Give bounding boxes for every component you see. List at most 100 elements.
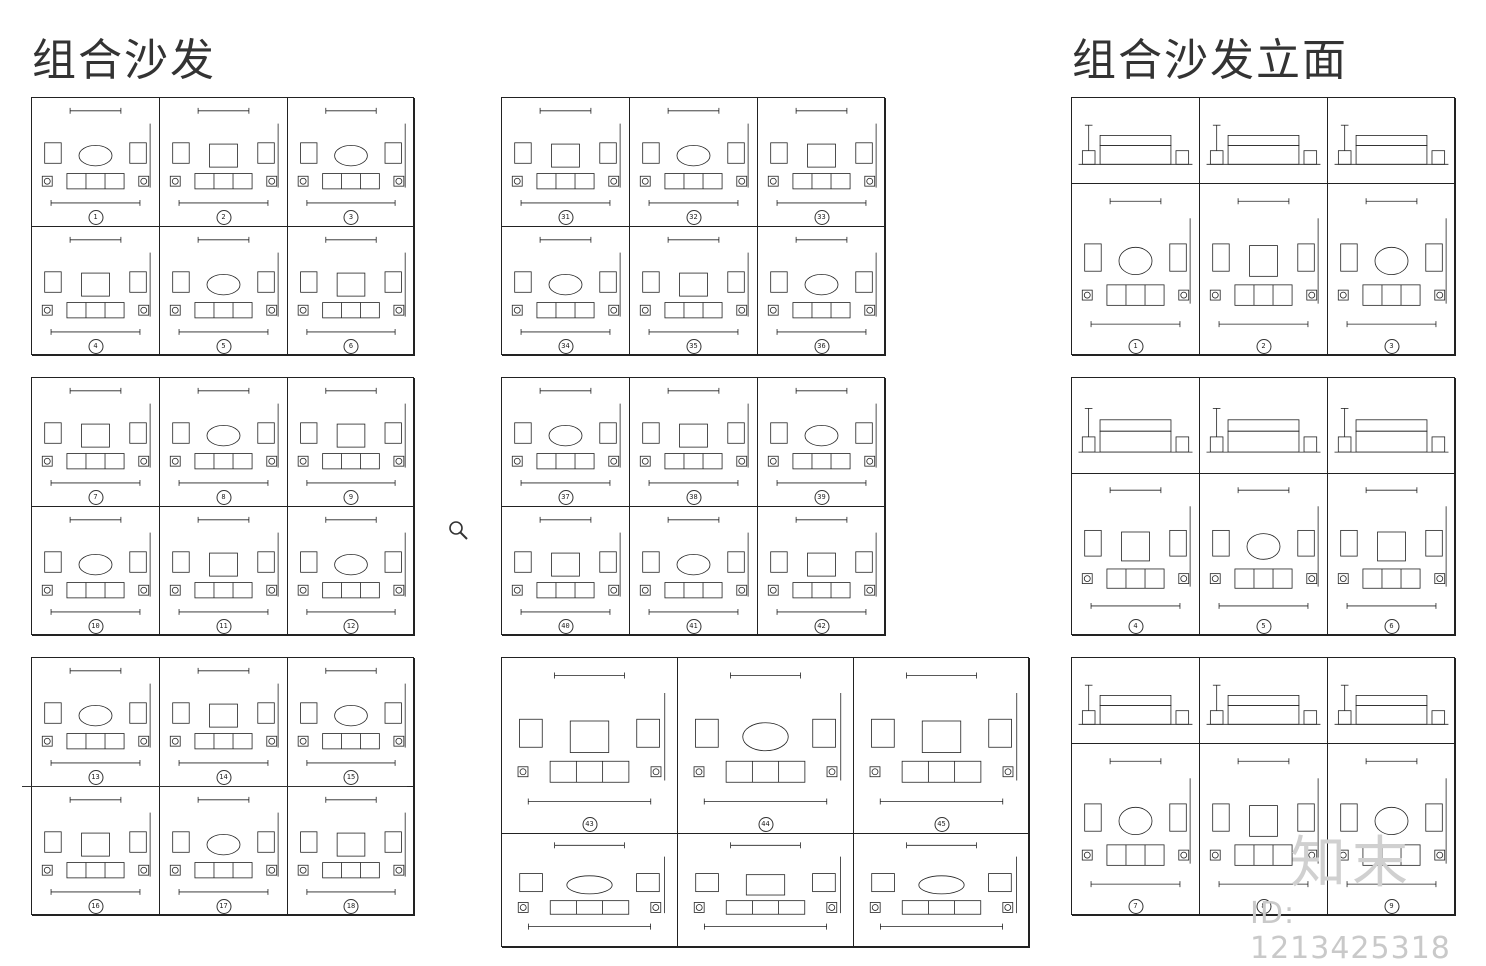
plan-cell: 31 (502, 98, 630, 227)
sofa-plan-drawing (511, 516, 621, 615)
sofa-elevation-drawing (1206, 684, 1321, 725)
drawing-number: 6 (1384, 619, 1399, 634)
drawing-number: 45 (934, 817, 949, 832)
sofa-plan-drawing (169, 796, 279, 895)
sofa-plan-drawing (639, 387, 749, 486)
elevation-cell (1200, 98, 1328, 184)
sofa-elevation-drawing (1078, 408, 1193, 453)
drawing-number: 13 (88, 770, 103, 785)
sofa-plan-drawing (297, 516, 406, 615)
sofa-elevation-drawing (1334, 408, 1449, 453)
drawing-number: 4 (1128, 619, 1143, 634)
plan-cell: 10 (32, 507, 160, 636)
plan-cell: 5 (1200, 474, 1328, 636)
drawing-number: 6 (343, 339, 359, 354)
plan-cell: 9 (288, 378, 415, 507)
drawing-number: 43 (582, 817, 597, 832)
sofa-plan-drawing (1209, 487, 1319, 609)
plan-cell: 16 (32, 787, 160, 916)
plan-cell: 43 (502, 658, 678, 834)
drawing-number: 15 (343, 770, 359, 785)
drawing-number: 3 (343, 210, 359, 225)
drawing-number: 35 (686, 339, 701, 354)
plan-cell: 39 (758, 378, 886, 507)
sofa-plan-drawing (1081, 758, 1191, 888)
sofa-plan-drawing (511, 387, 621, 486)
elevation-cell (1200, 658, 1328, 744)
drawing-number: 9 (1384, 899, 1399, 914)
plan-cell: 41 (630, 507, 758, 636)
plan-cell: 4 (32, 227, 160, 356)
plan-cell: 2 (160, 98, 288, 227)
sofa-plan-drawing (41, 107, 151, 206)
plan-cell: 3 (288, 98, 415, 227)
plan-cell: 7 (32, 378, 160, 507)
sofa-plan-drawing (639, 516, 749, 615)
drawing-number: 2 (1256, 339, 1271, 354)
sofa-plan-drawing (1081, 198, 1191, 328)
plan-cell: 33 (758, 98, 886, 227)
sofa-plan-drawing (169, 236, 279, 335)
sofa-plan-drawing (297, 667, 406, 766)
sofa-plan-drawing (1081, 487, 1191, 609)
sofa-plan-drawing (1209, 198, 1319, 328)
plan-cell (502, 834, 678, 948)
drawing-number: 32 (686, 210, 701, 225)
plan-cell: 4 (1072, 474, 1200, 636)
drawing-number: 7 (1128, 899, 1143, 914)
drawing-number: 9 (343, 490, 359, 505)
plan-cell: 12 (288, 507, 415, 636)
plan-cell: 18 (288, 787, 415, 916)
sofa-elevation-drawing (1334, 684, 1449, 725)
sofa-elevation-drawing (1078, 124, 1193, 165)
sofa-plan-drawing (767, 387, 877, 486)
sofa-elevation-drawing (1334, 124, 1449, 165)
sofa-plan-drawing (511, 107, 621, 206)
plan-cell: 1 (1072, 184, 1200, 356)
drawing-number: 42 (814, 619, 829, 634)
drawing-number: 11 (216, 619, 231, 634)
plan-cell: 37 (502, 378, 630, 507)
sofa-plan-drawing (1337, 198, 1447, 328)
sofa-elevation-drawing (1206, 124, 1321, 165)
sofa-plan-drawing (297, 796, 406, 895)
sofa-plan-drawing (41, 667, 151, 766)
drawing-number: 4 (88, 339, 103, 354)
elevation-cell (1328, 98, 1456, 184)
magnifier-icon[interactable] (447, 519, 469, 541)
sofa-plan-drawing (297, 236, 406, 335)
drawing-number: 5 (1256, 619, 1271, 634)
plan-cell: 40 (502, 507, 630, 636)
sofa-elevation-drawing (1206, 408, 1321, 453)
right-title: 组合沙发立面 (1072, 35, 1348, 86)
sofa-plan-drawing (297, 107, 406, 206)
plan-cell: 11 (160, 507, 288, 636)
drawing-number: 1 (88, 210, 103, 225)
plan-cell: 36 (758, 227, 886, 356)
plan-cell: 8 (160, 378, 288, 507)
sofa-plan-drawing (517, 842, 665, 930)
drawing-number: 31 (558, 210, 573, 225)
sofa-plan-drawing (1337, 487, 1447, 609)
elevation-cell (1072, 98, 1200, 184)
drawing-number: 41 (686, 619, 701, 634)
sofa-plan-drawing (41, 516, 151, 615)
sofa-plan-drawing (767, 236, 877, 335)
drawing-number: 7 (88, 490, 103, 505)
elevation-cell (1072, 378, 1200, 474)
sofa-plan-panel-3: 7 8 9 10 11 12 (31, 377, 415, 636)
sofa-plan-drawing (511, 236, 621, 335)
drawing-number: 1 (1128, 339, 1143, 354)
drawing-number: 34 (558, 339, 573, 354)
sofa-plan-drawing (169, 107, 279, 206)
elevation-cell (1072, 658, 1200, 744)
sofa-plan-drawing (41, 796, 151, 895)
watermark-id: ID: 1213425318 (1250, 896, 1451, 966)
left-title: 组合沙发 (32, 35, 216, 86)
stray-line (22, 786, 407, 787)
plan-cell: 17 (160, 787, 288, 916)
sofa-plan-drawing (693, 672, 842, 805)
sofa-plan-drawing (169, 516, 279, 615)
drawing-number: 8 (1256, 899, 1271, 914)
